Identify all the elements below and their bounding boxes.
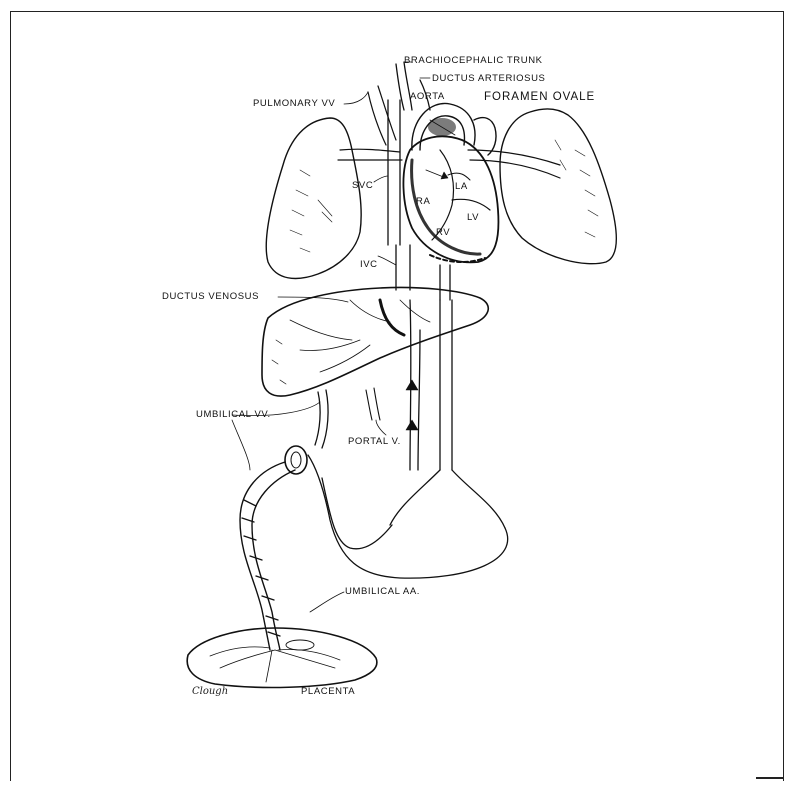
- artist-signature: Clough: [192, 686, 228, 697]
- right-lung: [266, 118, 361, 278]
- umbilical-arteries: [308, 455, 508, 578]
- umbilical-vein: [315, 390, 328, 448]
- label-ductus-venosus: DUCTUS VENOSUS: [162, 292, 259, 302]
- ivc-and-aorta: [396, 245, 450, 300]
- label-svc: SVC: [352, 181, 373, 191]
- liver: [262, 287, 488, 396]
- label-portal-v: PORTAL V.: [348, 437, 401, 447]
- label-aorta: AORTA: [410, 92, 445, 102]
- left-lung: [500, 109, 616, 264]
- label-brachiocephalic-trunk: BRACHIOCEPHALIC TRUNK: [404, 56, 543, 66]
- label-ductus-arteriosus: DUCTUS ARTERIOSUS: [432, 74, 546, 84]
- label-umbilical-aa: UMBILICAL AA.: [345, 587, 420, 597]
- descending-aorta: [390, 300, 505, 528]
- umbilical-cord: [240, 462, 295, 650]
- placenta: [187, 628, 377, 687]
- portal-vein: [366, 388, 380, 420]
- label-placenta: PLACENTA: [301, 687, 355, 697]
- label-ivc: IVC: [360, 260, 378, 270]
- aortic-arch: [412, 103, 496, 155]
- label-ra: RA: [416, 197, 430, 207]
- label-foramen-ovale: FORAMEN OVALE: [484, 92, 595, 104]
- label-lv: LV: [467, 213, 479, 223]
- umbilical-ring: [285, 446, 307, 474]
- label-la: LA: [455, 182, 468, 192]
- label-rv: RV: [436, 228, 450, 238]
- label-pulmonary-vv: PULMONARY VV: [253, 99, 335, 109]
- label-umbilical-vv: UMBILICAL VV.: [196, 410, 271, 420]
